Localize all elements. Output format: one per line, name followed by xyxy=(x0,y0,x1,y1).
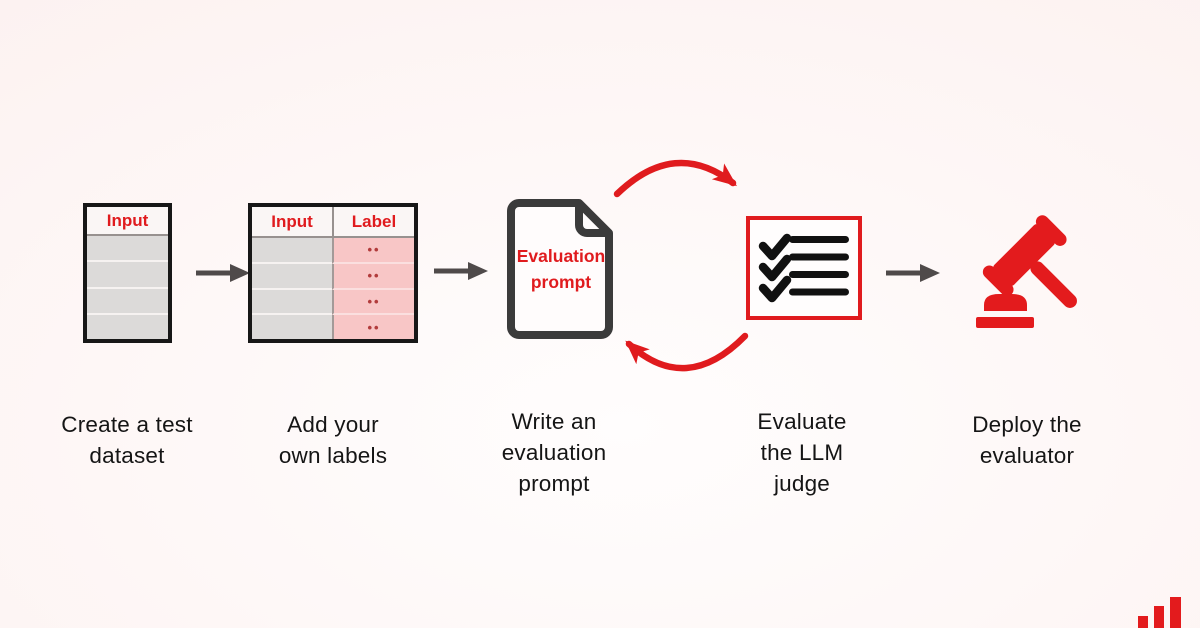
document-label: Evaluation prompt xyxy=(516,246,606,292)
arrow-right-icon xyxy=(434,262,488,280)
table-cell xyxy=(87,288,168,315)
test-dataset-table: Input xyxy=(83,203,172,343)
llm-judge-checklist-icon xyxy=(746,216,862,320)
table-row: •• xyxy=(252,289,414,316)
input-cell xyxy=(252,238,332,264)
table-cell xyxy=(87,262,168,289)
label-cell: •• xyxy=(332,263,414,290)
step-caption-evaluate-judge: Evaluate the LLM judge xyxy=(757,409,847,496)
labeled-dataset-table: Input Label •• •• •• •• xyxy=(248,203,418,343)
arrow-right-icon xyxy=(196,264,250,282)
cycle-arrow-bottom xyxy=(625,332,749,372)
refresh-cycle-arrows xyxy=(613,159,749,372)
evaluation-prompt-document: Evaluation prompt xyxy=(503,197,619,343)
step-caption-write-prompt: Write an evaluation prompt xyxy=(501,409,607,496)
step-caption-create-dataset: Create a test dataset xyxy=(61,412,193,468)
input-cell xyxy=(252,315,332,339)
table-header-row: Input Label xyxy=(252,207,414,238)
step-caption-deploy: Deploy the evaluator xyxy=(972,412,1082,468)
cycle-arrow-top xyxy=(613,159,737,198)
table-cell xyxy=(87,314,168,339)
checklist-glyph xyxy=(758,233,849,303)
table-row xyxy=(87,262,168,289)
table-cell xyxy=(87,236,168,263)
input-cell xyxy=(252,263,332,290)
label-cell: •• xyxy=(332,289,414,316)
logo-bar xyxy=(1170,597,1181,628)
logo-bar xyxy=(1154,606,1164,628)
label-cell: •• xyxy=(332,238,414,264)
table-header-label: Label xyxy=(332,207,414,236)
table-row: •• xyxy=(252,238,414,264)
table-row xyxy=(87,236,168,263)
document-icon xyxy=(507,199,613,339)
table-header-input: Input xyxy=(252,207,332,236)
bar-chart-logo xyxy=(1138,596,1181,628)
arrow-right-icon xyxy=(886,264,940,282)
table-row xyxy=(87,314,168,339)
gavel-icon xyxy=(976,215,1077,328)
table-header-input: Input xyxy=(87,207,168,236)
step-caption-add-labels: Add your own labels xyxy=(278,412,388,468)
input-cell xyxy=(252,289,332,316)
logo-bar xyxy=(1138,616,1148,628)
table-row: •• xyxy=(252,315,414,339)
label-cell: •• xyxy=(332,315,414,339)
table-row xyxy=(87,288,168,315)
table-row: •• xyxy=(252,263,414,290)
